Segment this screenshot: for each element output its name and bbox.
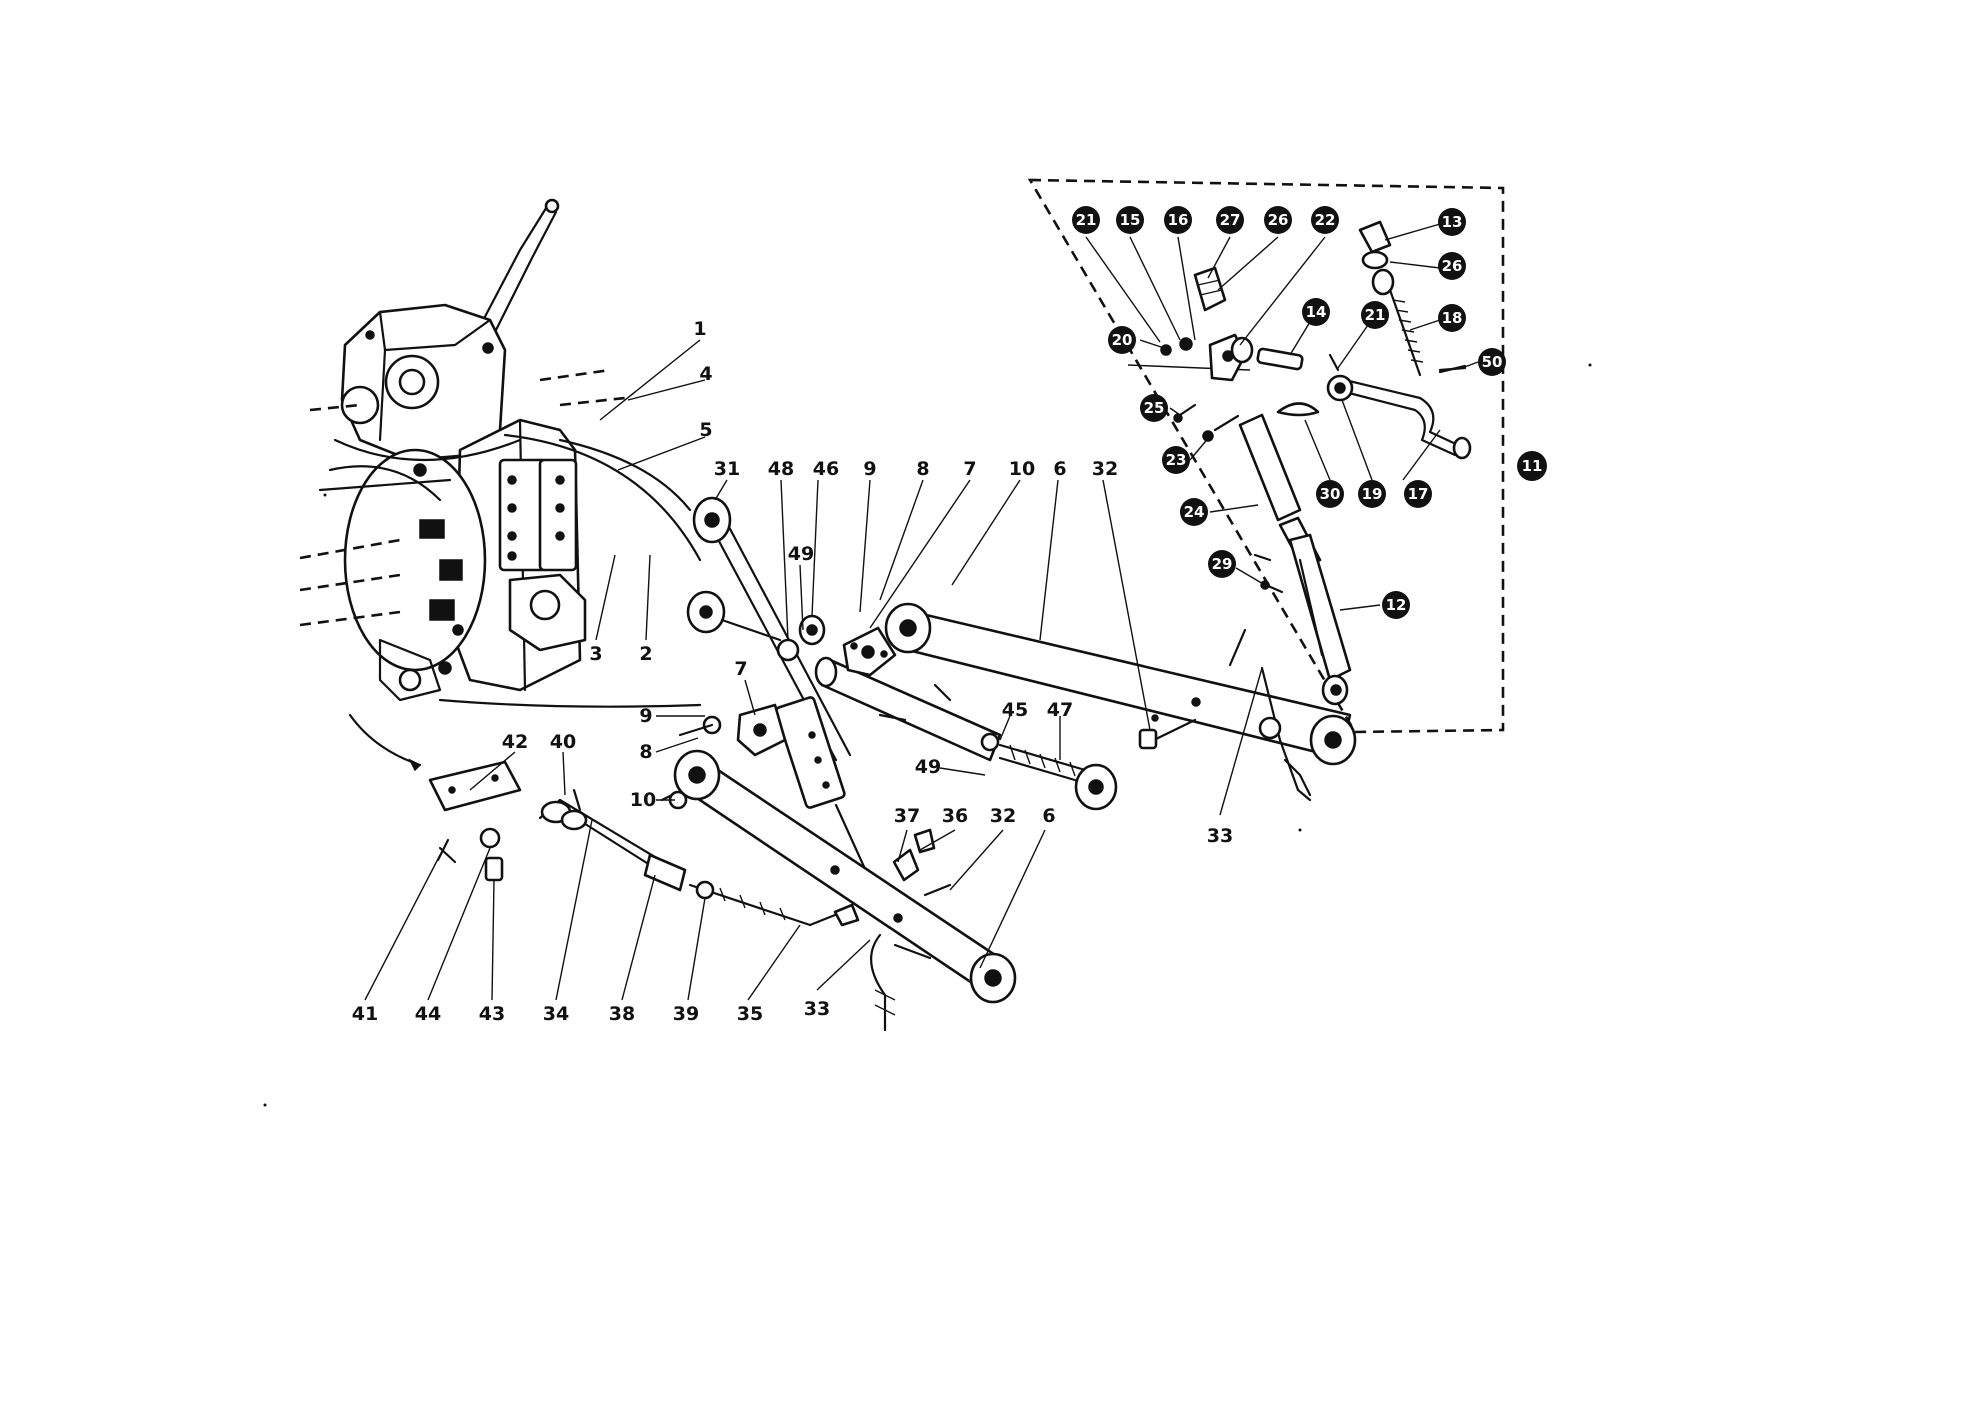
speck (1588, 363, 1592, 367)
svg-text:30: 30 (1320, 485, 1341, 503)
circle-label-22: 22 (1311, 206, 1339, 234)
label-10-lower: 10 (630, 789, 656, 811)
svg-text:26: 26 (1442, 257, 1463, 275)
svg-text:20: 20 (1112, 331, 1133, 349)
label-32-top: 32 (1092, 458, 1118, 480)
label-34: 34 (543, 1003, 569, 1025)
label-48: 48 (768, 458, 794, 480)
circle-label-20: 20 (1108, 326, 1136, 354)
speck (1298, 828, 1302, 832)
label-43: 43 (479, 1003, 505, 1025)
label-47: 47 (1047, 699, 1073, 721)
circle-label-25: 25 (1140, 394, 1168, 422)
label-7-top: 7 (963, 458, 976, 480)
circled-labels: 21 15 16 27 26 22 13 26 18 50 14 21 20 2… (1072, 206, 1547, 619)
lower-link-left (673, 703, 1017, 1032)
callout-labels: 1 4 5 3 2 31 48 46 9 8 7 10 6 32 49 7 9 … (352, 318, 1233, 1025)
label-6-top: 6 (1053, 458, 1066, 480)
circle-label-27: 27 (1216, 206, 1244, 234)
circle-label-16: 16 (1164, 206, 1192, 234)
label-46: 46 (813, 458, 839, 480)
pin-parts-left (686, 590, 826, 662)
label-5: 5 (699, 419, 712, 441)
label-2: 2 (639, 643, 652, 665)
label-49-lower: 49 (915, 756, 941, 778)
svg-text:16: 16 (1168, 211, 1189, 229)
svg-text:24: 24 (1184, 503, 1205, 521)
svg-text:14: 14 (1306, 303, 1327, 321)
circle-label-24: 24 (1180, 498, 1208, 526)
leader-lines (364, 223, 1479, 1001)
connector-line (1228, 628, 1247, 667)
svg-text:17: 17 (1408, 485, 1429, 503)
label-38: 38 (609, 1003, 635, 1025)
lower-link-right (884, 602, 1357, 802)
label-39: 39 (673, 1003, 699, 1025)
label-4: 4 (699, 363, 712, 385)
label-33-lower: 33 (804, 998, 830, 1020)
label-42: 42 (502, 731, 528, 753)
circle-label-26-a: 26 (1264, 206, 1292, 234)
label-45: 45 (1002, 699, 1028, 721)
label-7-lower: 7 (734, 658, 747, 680)
svg-text:18: 18 (1442, 309, 1463, 327)
svg-text:25: 25 (1144, 399, 1165, 417)
circle-label-50: 50 (1478, 348, 1506, 376)
circle-label-21-b: 21 (1361, 301, 1389, 329)
svg-text:12: 12 (1386, 596, 1407, 614)
circle-label-12: 12 (1382, 591, 1410, 619)
label-49-top: 49 (788, 543, 814, 565)
svg-text:23: 23 (1166, 451, 1187, 469)
label-1: 1 (693, 318, 706, 340)
label-31: 31 (714, 458, 740, 480)
label-8-lower: 8 (639, 741, 652, 763)
lift-rod-left (692, 496, 872, 882)
circle-label-11: 11 (1517, 451, 1547, 481)
svg-text:22: 22 (1315, 211, 1336, 229)
label-41: 41 (352, 1003, 378, 1025)
circle-label-14: 14 (1302, 298, 1330, 326)
label-9-lower: 9 (639, 705, 652, 727)
circle-label-23: 23 (1162, 446, 1190, 474)
circle-label-13: 13 (1438, 208, 1466, 236)
svg-text:29: 29 (1212, 555, 1233, 573)
label-37: 37 (894, 805, 920, 827)
speck (263, 1103, 267, 1107)
svg-text:21: 21 (1365, 306, 1386, 324)
speck (323, 493, 327, 497)
circle-label-17: 17 (1404, 480, 1432, 508)
svg-text:13: 13 (1442, 213, 1463, 231)
tractor-rear-housing (299, 198, 702, 772)
svg-text:50: 50 (1482, 353, 1503, 371)
top-link-assembly (1027, 178, 1505, 734)
label-44: 44 (415, 1003, 441, 1025)
cross-shaft (814, 626, 1197, 811)
label-33-right: 33 (1207, 825, 1233, 847)
svg-text:19: 19 (1362, 485, 1383, 503)
svg-text:11: 11 (1522, 457, 1543, 475)
circle-label-18: 18 (1438, 304, 1466, 332)
circle-label-30: 30 (1316, 480, 1344, 508)
label-36: 36 (942, 805, 968, 827)
circle-label-26-b: 26 (1438, 252, 1466, 280)
circle-label-19: 19 (1358, 480, 1386, 508)
label-6-lower: 6 (1042, 805, 1055, 827)
circle-label-29: 29 (1208, 550, 1236, 578)
svg-text:26: 26 (1268, 211, 1289, 229)
svg-text:21: 21 (1076, 211, 1097, 229)
label-3: 3 (589, 643, 602, 665)
label-40: 40 (550, 731, 576, 753)
svg-text:15: 15 (1120, 211, 1141, 229)
label-9-top: 9 (863, 458, 876, 480)
label-8-top: 8 (916, 458, 929, 480)
label-35: 35 (737, 1003, 763, 1025)
label-10-top: 10 (1009, 458, 1035, 480)
circle-label-21-a: 21 (1072, 206, 1100, 234)
label-32-lower: 32 (990, 805, 1016, 827)
circle-label-15: 15 (1116, 206, 1144, 234)
svg-text:27: 27 (1220, 211, 1241, 229)
